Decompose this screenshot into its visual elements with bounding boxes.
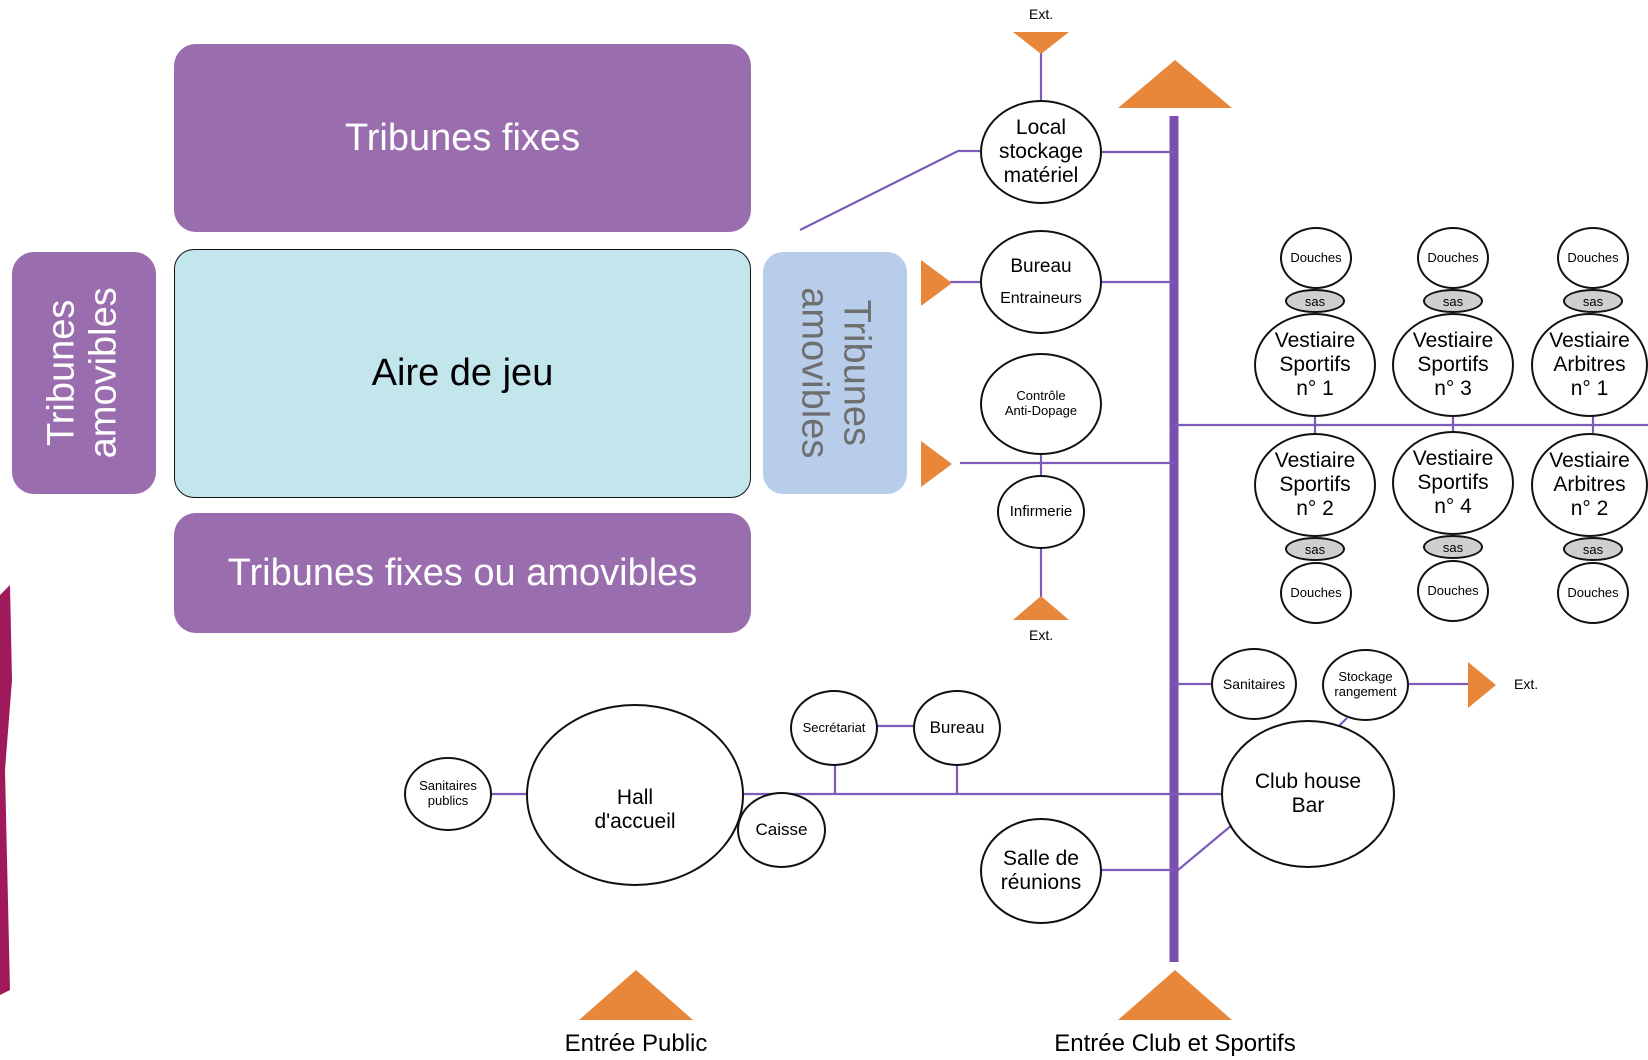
room-caisse: Caisse: [737, 792, 826, 868]
entree-club-label: Entrée Club et Sportifs: [1054, 1030, 1296, 1057]
douches-1: Douches: [1280, 227, 1352, 289]
arrow-ext-infirmerie: [1013, 596, 1069, 620]
arrow-ext-stockage: [1468, 662, 1496, 708]
room-vestiaire-sportifs-1: Vestiaire Sportifs n° 1: [1254, 313, 1376, 417]
room-vestiaire-sportifs-4: Vestiaire Sportifs n° 4: [1392, 431, 1514, 535]
douches-6: Douches: [1557, 562, 1629, 624]
tribunes-fixes-top: Tribunes fixes: [174, 44, 751, 232]
douches-5: Douches: [1557, 227, 1629, 289]
tribunes-amovibles-left-label: Tribunes amovibles: [41, 287, 126, 459]
sas-1: sas: [1285, 289, 1345, 313]
room-sanitaires-publics: Sanitaires publics: [404, 757, 492, 831]
douches-2: Douches: [1280, 562, 1352, 624]
ext-label-infirmerie: Ext.: [1029, 627, 1054, 643]
accent-shape: [0, 585, 12, 995]
aire-de-jeu: Aire de jeu: [174, 249, 751, 498]
sas-3: sas: [1423, 289, 1483, 313]
tribunes-fixes-ou-amovibles-label: Tribunes fixes ou amovibles: [227, 551, 698, 594]
room-bureau-entraineurs-line1: Bureau: [1010, 255, 1072, 277]
aire-de-jeu-label: Aire de jeu: [371, 352, 554, 394]
room-secretariat: Secrétariat: [790, 690, 878, 766]
tribunes-fixes-ou-amovibles: Tribunes fixes ou amovibles: [174, 513, 751, 633]
room-infirmerie: Infirmerie: [997, 475, 1085, 549]
tribunes-amovibles-right-label: Tribunes amovibles: [794, 287, 878, 459]
douches-4: Douches: [1417, 560, 1489, 622]
room-sanitaires: Sanitaires: [1211, 648, 1297, 720]
room-club-house-bar: Club house Bar: [1221, 720, 1395, 868]
ext-label-stockage: Ext.: [1514, 676, 1539, 692]
room-vestiaire-sportifs-3: Vestiaire Sportifs n° 3: [1392, 313, 1514, 417]
room-bureau-entraineurs: Bureau Entraineurs: [980, 230, 1102, 334]
arrow-ext-top: [1013, 32, 1069, 54]
room-controle-antidopage: Contrôle Anti-Dopage: [980, 353, 1102, 455]
arrow-antidopage: [921, 441, 952, 487]
sas-4: sas: [1423, 535, 1483, 559]
room-stockage-rangement: Stockage rangement: [1322, 649, 1409, 721]
room-bureau-entraineurs-line2: Entraineurs: [1000, 289, 1082, 307]
tribunes-amovibles-right: Tribunes amovibles: [763, 252, 907, 494]
arrow-entree-public: [579, 970, 693, 1020]
sas-5: sas: [1563, 289, 1623, 313]
room-local-stockage: Local stockage matériel: [980, 100, 1102, 204]
sas-6: sas: [1563, 537, 1623, 561]
link-club-diag: [1177, 824, 1233, 871]
link-stockage-field: [799, 149, 980, 231]
arrow-entree-club-top: [1118, 60, 1232, 108]
room-vestiaire-arbitres-2: Vestiaire Arbitres n° 2: [1531, 433, 1648, 537]
tribunes-fixes-top-label: Tribunes fixes: [344, 116, 581, 159]
douches-3: Douches: [1417, 227, 1489, 289]
room-vestiaire-arbitres-1: Vestiaire Arbitres n° 1: [1531, 313, 1648, 417]
tribunes-amovibles-left: Tribunes amovibles: [12, 252, 156, 494]
room-hall-accueil: Hall d'accueil: [526, 704, 744, 886]
arrow-entree-club: [1118, 970, 1232, 1020]
room-salle-reunions: Salle de réunions: [980, 818, 1102, 924]
arrow-bureau-entraineurs: [921, 260, 952, 306]
ext-label-top: Ext.: [1029, 6, 1054, 22]
room-bureau: Bureau: [913, 690, 1001, 766]
entree-public-label: Entrée Public: [564, 1030, 708, 1057]
sas-2: sas: [1285, 537, 1345, 561]
room-vestiaire-sportifs-2: Vestiaire Sportifs n° 2: [1254, 433, 1376, 537]
